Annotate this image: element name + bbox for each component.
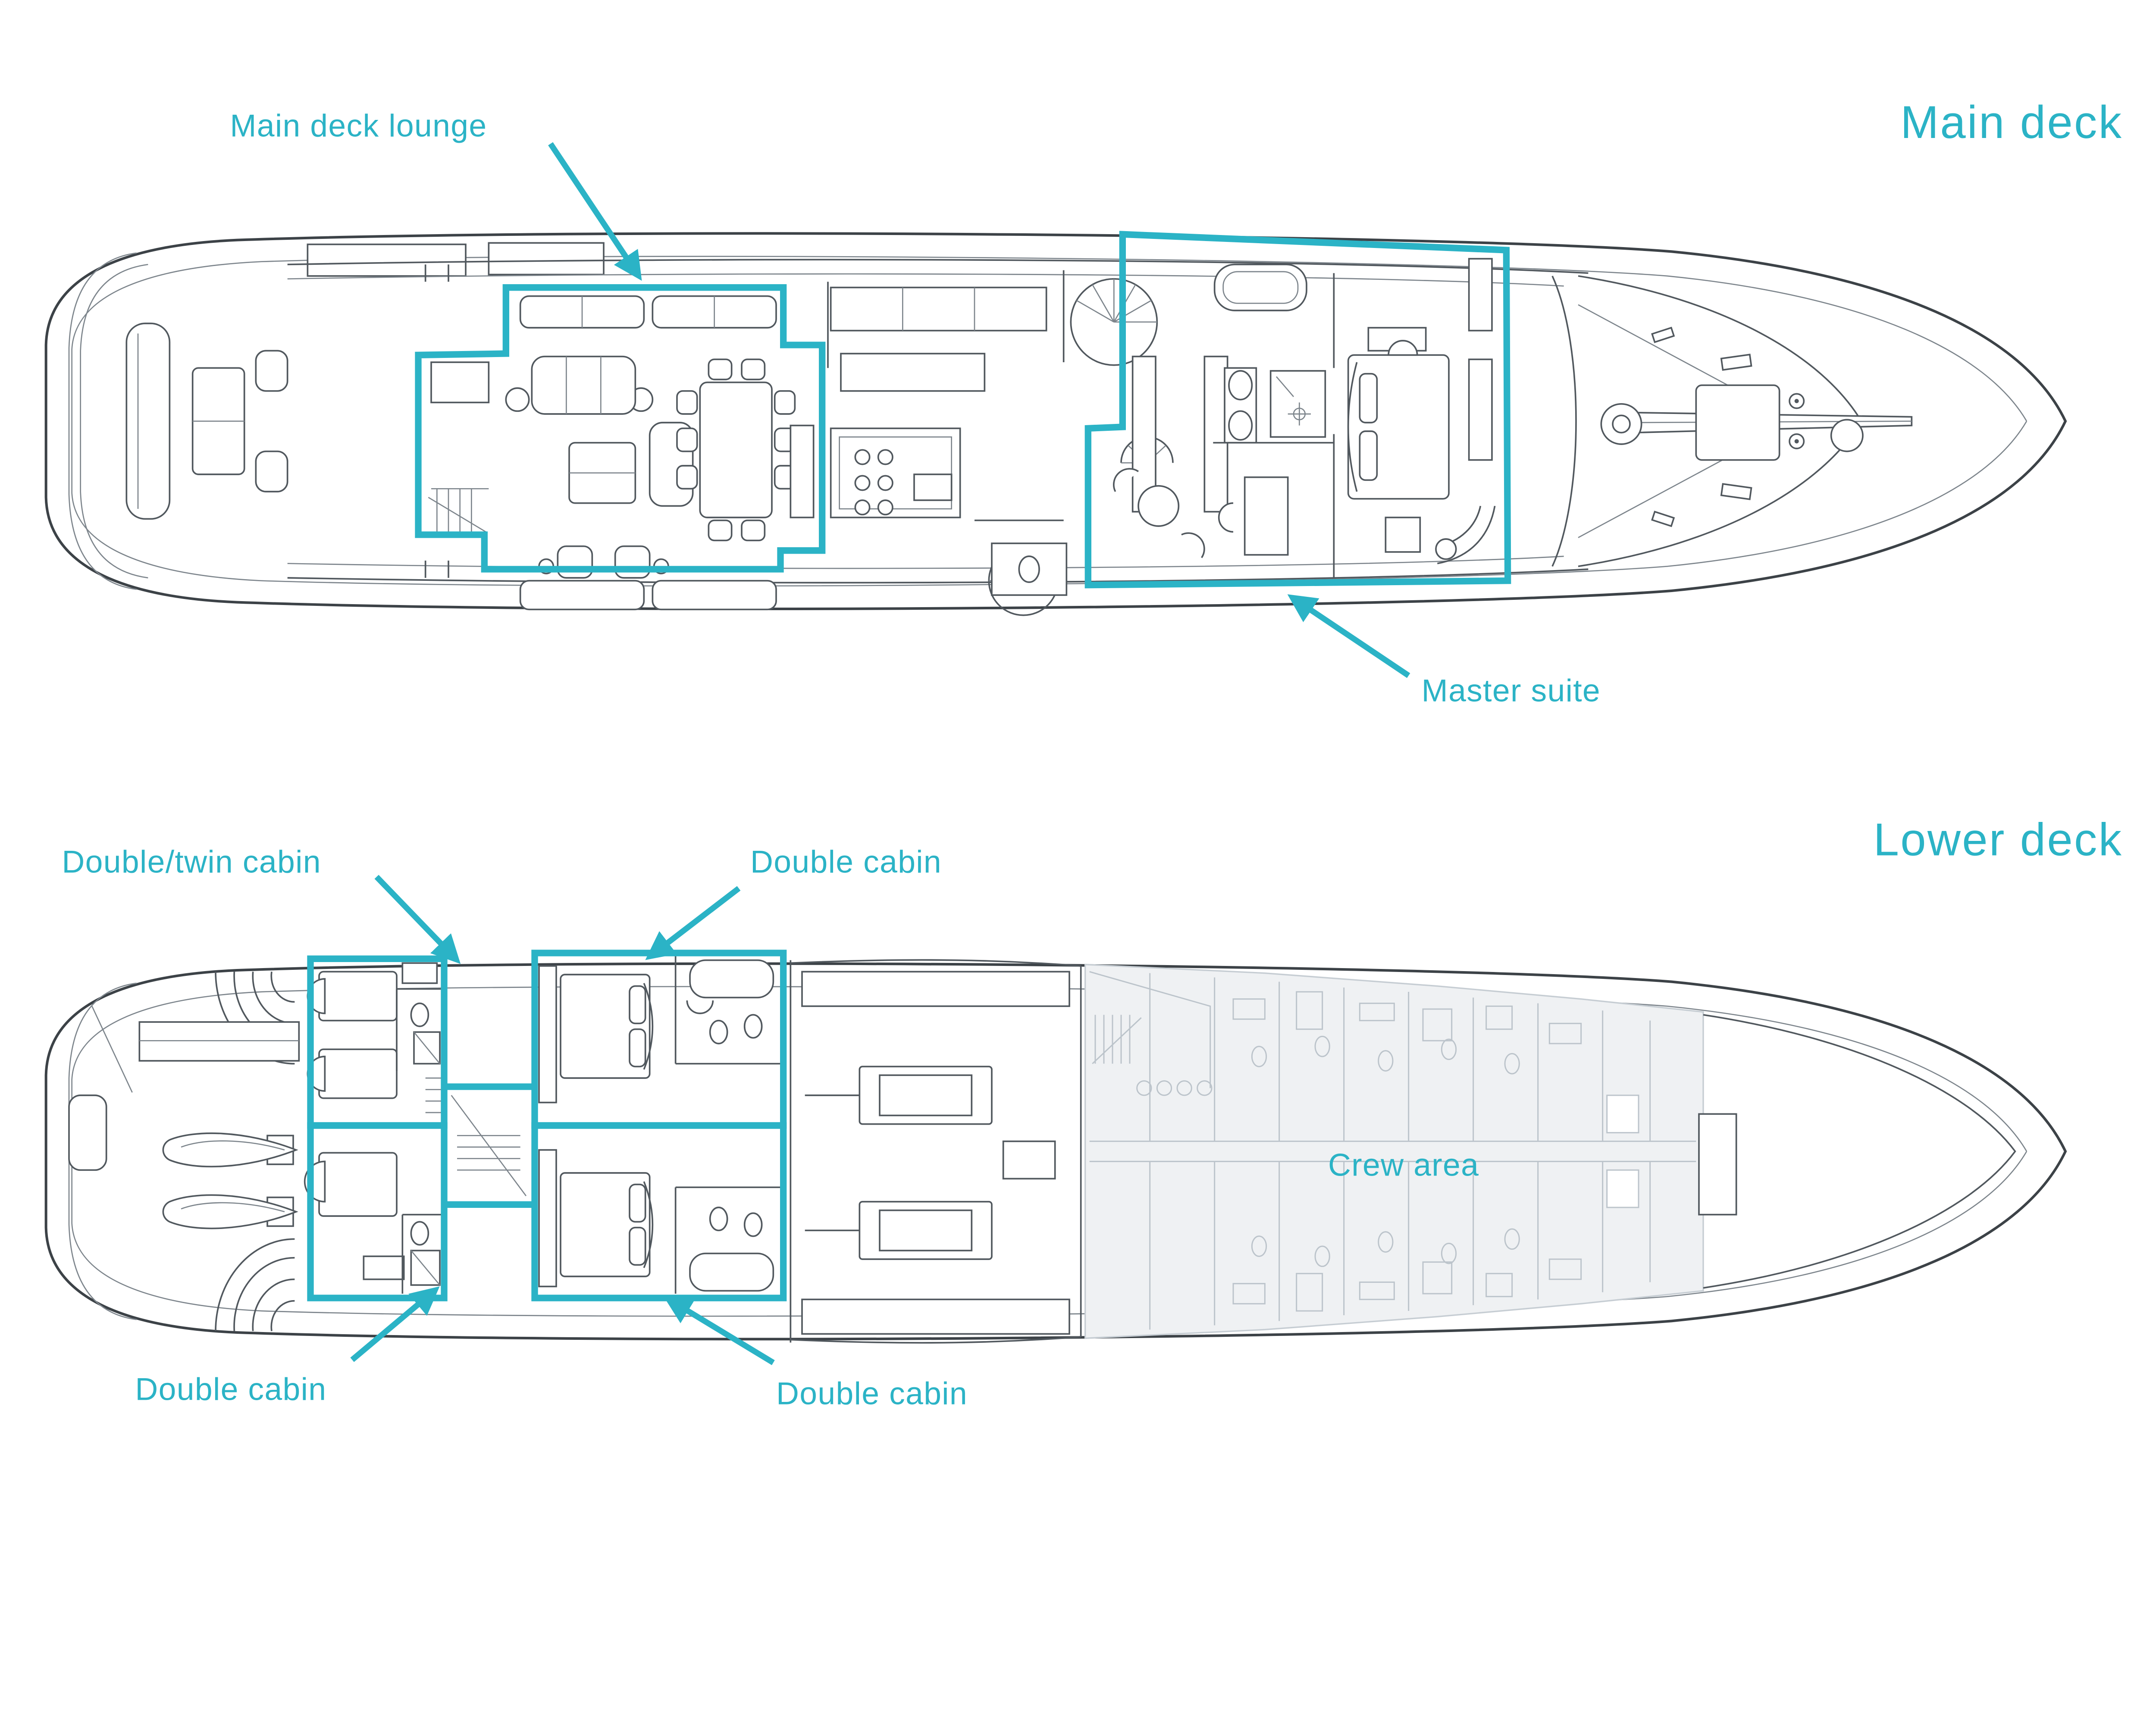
highlight-master-suite xyxy=(1084,231,1511,589)
lower-deck: Lower deck Double/twin cabin Double cabi… xyxy=(44,813,2123,1411)
guest-cabin-furniture xyxy=(304,956,783,1294)
highlight-guest-cabins xyxy=(307,950,787,1301)
label-main-deck-lounge: Main deck lounge xyxy=(230,108,487,144)
foredeck-details xyxy=(1551,275,1913,567)
main-deck: Main deck Main deck lounge Master suite xyxy=(44,96,2123,709)
main-deck-inner-hull-line xyxy=(71,256,2028,587)
arrow-double-cabin-bottom-center xyxy=(663,1296,775,1365)
highlight-main-deck-lounge xyxy=(415,284,826,573)
bow-bulkhead-locker xyxy=(1698,1113,1737,1216)
stern-garage-furniture xyxy=(68,972,300,1331)
highlight-double-cabin-left-lower xyxy=(307,1122,448,1301)
lower-deck-title: Lower deck xyxy=(1874,813,2123,865)
label-crew-area: Crew area xyxy=(1328,1147,1479,1183)
crew-area-plan-faded xyxy=(1089,971,1696,1330)
arrow-master-suite xyxy=(1287,594,1410,678)
label-double-cabin-bottom-center: Double cabin xyxy=(776,1376,968,1411)
central-landing-stairs xyxy=(451,1095,527,1197)
arrow-double-twin-cabin xyxy=(374,875,461,964)
label-double-cabin-bottom-left: Double cabin xyxy=(135,1372,326,1407)
master-suite-furniture xyxy=(1113,258,1496,578)
lower-bow-inner-line xyxy=(1703,1014,2016,1289)
highlight-double-cabin-right-lower xyxy=(531,1122,787,1301)
yacht-deck-plan: Main deck Main deck lounge Master suite xyxy=(44,96,2123,1411)
crew-area-region xyxy=(1084,963,1704,1339)
aft-deck-furniture xyxy=(68,242,605,590)
label-double-twin-cabin: Double/twin cabin xyxy=(62,844,321,879)
label-master-suite: Master suite xyxy=(1422,673,1601,709)
arrow-double-cabin-top xyxy=(645,886,741,960)
main-deck-title: Main deck xyxy=(1900,96,2123,148)
arrow-double-cabin-bottom-left xyxy=(350,1286,440,1362)
arrow-main-deck-lounge xyxy=(548,142,642,281)
label-double-cabin-top: Double cabin xyxy=(750,844,942,879)
engine-room xyxy=(790,959,1082,1344)
galley-and-stairs xyxy=(827,270,1174,616)
lounge-furniture xyxy=(428,295,815,611)
